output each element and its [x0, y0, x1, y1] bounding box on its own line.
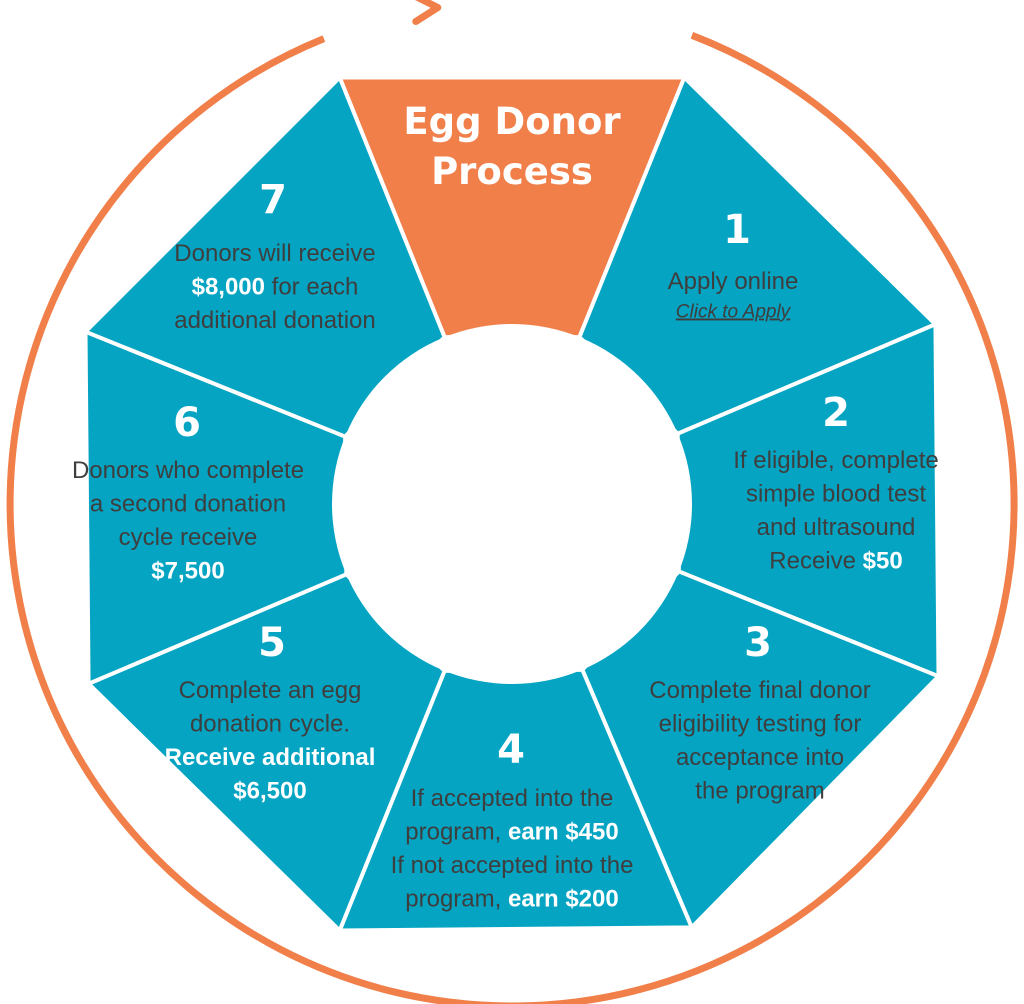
text-run: If eligible, complete — [733, 447, 938, 474]
step-2-line-3: and ultrasound — [757, 514, 916, 541]
step-3-number: 3 — [744, 620, 772, 666]
text-run: Complete final donor — [649, 677, 870, 704]
wheel-segments — [81, 73, 943, 935]
text-run: eligibility testing for — [659, 711, 862, 738]
step-6-line-3: cycle receive — [119, 524, 258, 551]
step-4-line-3: If not accepted into the — [391, 852, 634, 879]
step-3-line-4: the program — [695, 778, 824, 805]
step-2-line-1: If eligible, complete — [733, 447, 938, 474]
step-7-number: 7 — [259, 177, 287, 223]
text-run: earn $450 — [508, 819, 619, 846]
step-4-line-4: program, earn $200 — [405, 886, 618, 913]
text-run: Receive — [769, 548, 862, 575]
text-run: If accepted into the — [411, 785, 614, 812]
text-run: for each — [265, 274, 358, 301]
cycle-ring — [6, 0, 1018, 1004]
text-run: earn $200 — [508, 886, 619, 913]
text-run: a second donation — [90, 491, 286, 518]
title-line-2: Process — [431, 150, 593, 193]
step-5-number: 5 — [258, 620, 286, 666]
text-run: $8,000 — [192, 274, 265, 301]
text-run: Receive additional — [165, 744, 376, 771]
text-run: $50 — [863, 548, 903, 575]
step-2-number: 2 — [822, 390, 850, 436]
text-run: additional donation — [174, 307, 376, 334]
step-4-line-2: program, earn $450 — [405, 819, 618, 846]
text-run: acceptance into — [676, 744, 844, 771]
text-run: Apply online — [668, 268, 799, 295]
step-4-number: 4 — [497, 727, 525, 773]
text-run: Donors who complete — [72, 457, 304, 484]
step-6-line-2: a second donation — [90, 491, 286, 518]
step-2-label: 2 If eligible, complete simple blood test a… — [733, 390, 938, 575]
step-3-line-2: eligibility testing for — [659, 711, 862, 738]
text-run: the program — [695, 778, 824, 805]
text-run: $6,500 — [233, 778, 306, 805]
click-to-apply-link[interactable]: Click to Apply — [676, 302, 792, 323]
step-3-line-3: acceptance into — [676, 744, 844, 771]
step-4-line-1: If accepted into the — [411, 785, 614, 812]
step-2-line-4: Receive $50 — [769, 548, 902, 575]
step-5-line-1: Complete an egg — [179, 677, 362, 704]
step-4-label: 4 If accepted into the program, earn $450I… — [391, 727, 634, 913]
step-5-line-4: $6,500 — [233, 778, 306, 805]
text-run: simple blood test — [746, 481, 926, 508]
text-run: $7,500 — [151, 558, 224, 585]
step-5-line-2: donation cycle. — [190, 711, 350, 738]
text-run: cycle receive — [119, 524, 258, 551]
step-7-line-3: additional donation — [174, 307, 376, 334]
title-segment-label: Egg Donor Process — [403, 100, 621, 193]
text-run: and ultrasound — [757, 514, 916, 541]
text-run: If not accepted into the — [391, 852, 634, 879]
center-hole — [332, 324, 692, 684]
step-1-line-1: Apply online — [668, 268, 799, 295]
step-6-line-4: $7,500 — [151, 558, 224, 585]
step-6-line-1: Donors who complete — [72, 457, 304, 484]
cycle-arrowhead — [412, 0, 442, 25]
step-2-line-2: simple blood test — [746, 481, 926, 508]
step-7-line-1: Donors will receive — [174, 240, 375, 267]
text-run: Donors will receive — [174, 240, 375, 267]
text-run: donation cycle. — [190, 711, 350, 738]
step-1-number: 1 — [723, 207, 751, 253]
step-7-line-2: $8,000 for each — [192, 274, 359, 301]
step-6-number: 6 — [173, 400, 201, 446]
cycle-ring-arc — [6, 32, 1018, 1004]
title-line-1: Egg Donor — [403, 100, 621, 143]
text-run: program, — [405, 819, 508, 846]
step-3-line-1: Complete final donor — [649, 677, 870, 704]
step-5-line-3: Receive additional — [165, 744, 376, 771]
text-run: Complete an egg — [179, 677, 362, 704]
text-run: program, — [405, 886, 508, 913]
